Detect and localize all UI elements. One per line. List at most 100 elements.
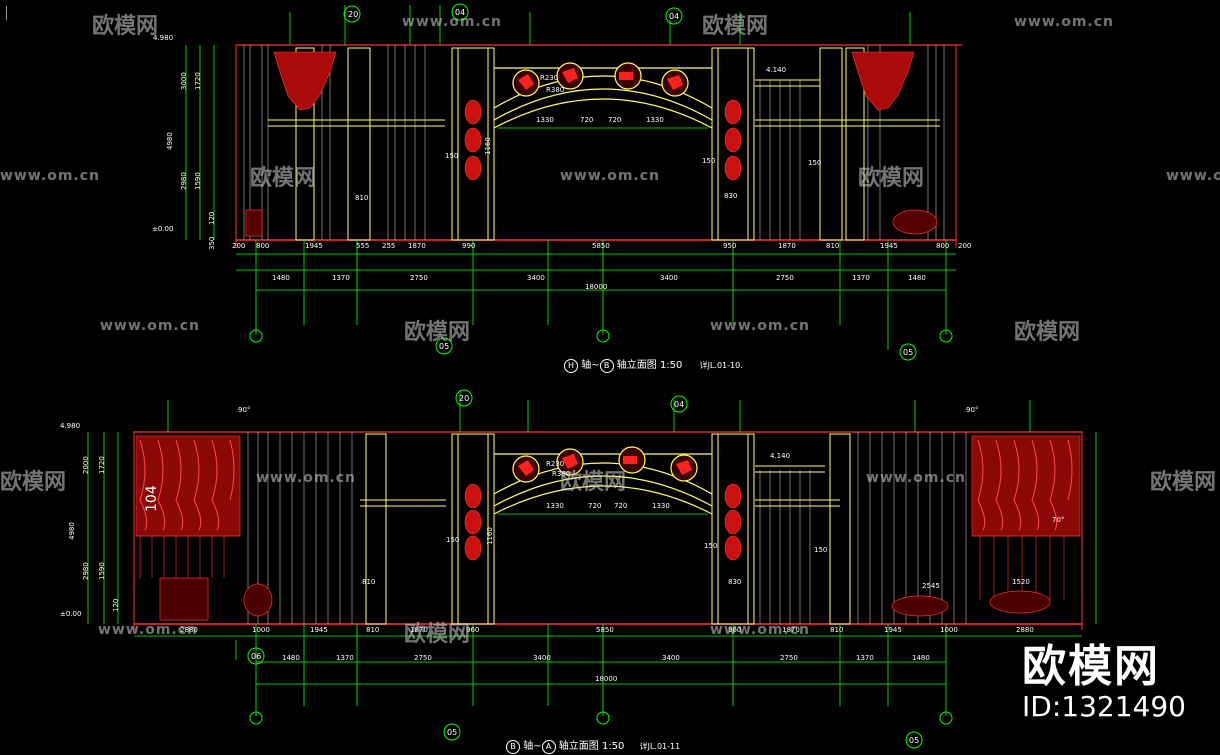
upper-seg-4: 555 (356, 242, 369, 250)
upper-seg-3: 1945 (305, 242, 323, 250)
lower-section-caption: B 轴~A 轴立面图 1:50 详JL.01-11 (506, 737, 680, 754)
brand-id: ID:1321490 (1022, 690, 1186, 723)
upper-height-6: 120 (208, 212, 216, 225)
lower-dim-1: 1480 (282, 654, 300, 662)
upper-height-5: 1590 (194, 172, 202, 190)
upper-callout-4: 05 (439, 342, 449, 351)
watermark-logo: 欧模网 (702, 14, 769, 39)
lower-total-width: 18000 (595, 675, 617, 683)
lower-seg-12: 1000 (940, 626, 958, 634)
upper-note-150a: 150 (445, 152, 458, 160)
lower-height-1: 2000 (82, 456, 90, 474)
upper-height-1: 3000 (180, 72, 188, 90)
upper-total-width: 18000 (585, 283, 607, 291)
watermark-url: www.om.cn (100, 318, 201, 334)
upper-callout-3: 04 (669, 12, 679, 21)
watermark-url: www.om.cn (1166, 168, 1220, 184)
lower-height-4: 2980 (82, 562, 90, 580)
lower-caption-scale: 1:50 (601, 741, 625, 752)
upper-height-8: 350 (208, 237, 216, 250)
lower-note-150a: 150 (446, 536, 459, 544)
watermark-url: www.om.cn (710, 318, 811, 334)
lower-top-dim-1: 1330 (546, 502, 564, 510)
lower-caption-axis: 轴 (523, 741, 534, 752)
upper-seg-14: 200 (958, 242, 971, 250)
upper-dim-2: 1370 (332, 274, 350, 282)
lower-caption-title: 轴立面图 (558, 741, 599, 752)
brand-name: 欧模网 (1022, 641, 1160, 692)
lower-caption-ref: 详JL.01-11 (639, 742, 681, 751)
lower-callout-labels: 20 04 05 05 06 (251, 394, 919, 745)
lower-seg-10: 810 (830, 626, 843, 634)
brand-badge: 欧模网 ID:1321490 (1022, 630, 1186, 723)
upper-dim-8: 1480 (908, 274, 926, 282)
lower-dim-4: 3400 (533, 654, 551, 662)
lower-callout-4: 05 (909, 736, 919, 745)
upper-caption-title: 轴立面图 (616, 360, 657, 371)
upper-note-830: 830 (724, 192, 737, 200)
upper-seg-13: 800 (936, 242, 949, 250)
upper-caption-scale: 1:50 (659, 360, 683, 371)
lower-callout-2: 04 (674, 400, 684, 409)
lower-seg-4: 810 (366, 626, 379, 634)
lower-seg-9: 1870 (782, 626, 800, 634)
watermark-logo: 欧模网 (404, 320, 471, 345)
lower-height-top: 4.980 (60, 422, 80, 430)
lower-top-dim-2: 720 (588, 502, 601, 510)
upper-seg-10: 1870 (778, 242, 796, 250)
upper-elevation (185, 3, 962, 361)
upper-dim-1: 1480 (272, 274, 290, 282)
upper-seg-9: 950 (723, 242, 736, 250)
upper-axis-symbol-right: B (599, 359, 614, 373)
upper-dim-5: 3400 (660, 274, 678, 282)
watermark-logo: 欧模网 (1150, 470, 1217, 495)
watermark-url: www.om.cn (256, 470, 357, 486)
watermark-logo: 欧模网 (92, 14, 159, 39)
upper-caption-axis: 轴 (581, 360, 592, 371)
lower-note-150b: 150 (704, 542, 717, 550)
lower-dim-3: 2750 (414, 654, 432, 662)
lower-note-r230: R230 (546, 460, 564, 468)
upper-note-r380: R380 (546, 86, 564, 94)
upper-height-2: 1720 (194, 72, 202, 90)
upper-height-4: 2980 (180, 172, 188, 190)
upper-seg-12: 1945 (880, 242, 898, 250)
upper-dim-4: 3400 (527, 274, 545, 282)
lower-seg-2: 1000 (252, 626, 270, 634)
lower-height-5: 1590 (98, 562, 106, 580)
upper-top-dim-4: 1330 (646, 116, 664, 124)
upper-top-dim-3: 720 (608, 116, 621, 124)
upper-dimension-labels: 18000 1480 1370 2750 3400 3400 2750 1370… (152, 34, 971, 291)
upper-note-150c: 150 (808, 159, 821, 167)
upper-seg-2: 800 (256, 242, 269, 250)
upper-note-level: 4.140 (766, 66, 786, 74)
upper-top-dim-2: 720 (580, 116, 593, 124)
upper-seg-8: 5850 (592, 242, 610, 250)
lower-dim-7: 1370 (856, 654, 874, 662)
lower-top-dim-3: 720 (614, 502, 627, 510)
upper-ground-level: ±0.00 (152, 225, 173, 233)
lower-note-810: 810 (362, 578, 375, 586)
upper-callout-labels: 20 04 04 05 05 (348, 8, 913, 357)
lower-callout-5: 06 (251, 652, 261, 661)
upper-callout-1: 20 (348, 10, 358, 19)
watermark-url: www.om.cn (0, 168, 101, 184)
lower-seg-7: 5850 (596, 626, 614, 634)
lower-axis-symbol-right: A (541, 740, 556, 754)
lower-dim-2545: 2545 (922, 582, 940, 590)
lower-angle-90a: 90° (238, 406, 250, 414)
lower-dim-8: 1480 (912, 654, 930, 662)
lower-mark-104: 104 (144, 485, 160, 512)
watermark-url: www.om.cn (402, 14, 503, 30)
upper-note-810: 810 (355, 194, 368, 202)
watermark-url: www.om.cn (98, 622, 199, 638)
watermark-logo: 欧模网 (250, 166, 317, 191)
watermark-url: www.om.cn (866, 470, 967, 486)
lower-elevation (87, 389, 1097, 749)
lower-seg-6: 960 (466, 626, 479, 634)
lower-note-1160: 1160 (486, 527, 494, 545)
upper-height-top: 4.980 (153, 34, 173, 42)
upper-note-r230: R230 (540, 74, 558, 82)
lower-seg-5: 1870 (410, 626, 428, 634)
